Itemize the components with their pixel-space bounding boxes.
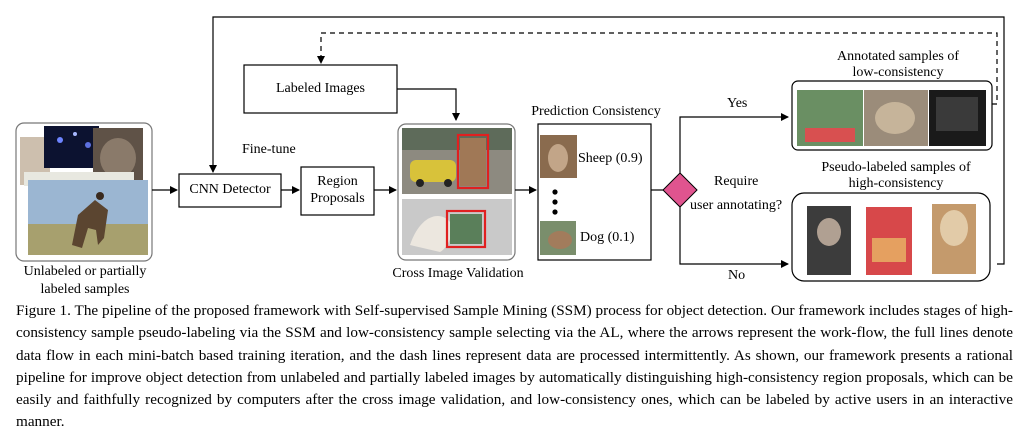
ellipsis-dot xyxy=(552,189,558,195)
unlabeled-samples-panel xyxy=(15,122,153,262)
require-label: Require xyxy=(714,174,759,189)
dashed-feedback-line xyxy=(317,32,998,105)
pipeline-diagram xyxy=(15,16,1005,282)
no-label: No xyxy=(728,268,746,283)
pseudo-labeled-samples-panel xyxy=(791,192,991,282)
region-proposals-label-line2: Proposals xyxy=(310,191,365,206)
figure-caption-text: The pipeline of the proposed framework w… xyxy=(16,302,1013,431)
sheep-score-label: Sheep (0.9) xyxy=(578,151,643,166)
cross-image-validation-panel xyxy=(397,123,516,261)
figure-caption: Figure 1. The pipeline of the proposed f… xyxy=(16,300,1013,434)
prediction-consistency-label: Prediction Consistency xyxy=(531,104,661,119)
fine-tune-label: Fine-tune xyxy=(242,142,296,157)
user-annotating-label: user annotating? xyxy=(690,198,783,213)
pipeline-figure: Unlabeled or partially labeled samples C… xyxy=(15,16,1005,297)
unlabeled-samples-label-line1: Unlabeled or partially xyxy=(23,264,147,279)
pseudo-labeled-label-line1: Pseudo-labeled samples of xyxy=(821,160,971,175)
cnn-detector-label: CNN Detector xyxy=(189,182,271,197)
pseudo-labeled-label-line2: high-consistency xyxy=(848,176,944,191)
cross-image-validation-label: Cross Image Validation xyxy=(392,266,524,281)
prediction-consistency-box xyxy=(537,123,652,261)
photo-concert xyxy=(44,126,99,168)
annotated-samples-label-line2: low-consistency xyxy=(852,65,944,80)
ellipsis-dot xyxy=(552,199,558,205)
flow-lines xyxy=(152,16,1005,268)
annotated-samples-panel xyxy=(791,80,993,151)
region-proposals-label-line1: Region xyxy=(317,174,358,189)
unlabeled-samples-label-line2: labeled samples xyxy=(40,282,130,297)
ellipsis-dot xyxy=(552,209,558,215)
detection-box-bottom xyxy=(445,209,487,249)
region-proposals-box xyxy=(300,166,375,216)
labeled-images-label: Labeled Images xyxy=(275,81,365,96)
yes-label: Yes xyxy=(727,96,748,111)
cnn-detector-box xyxy=(178,173,282,208)
detection-box-top xyxy=(456,133,490,190)
figure-caption-label: Figure 1. xyxy=(16,302,71,319)
labeled-images-box xyxy=(243,64,398,114)
dog-score-label: Dog (0.1) xyxy=(580,230,635,245)
annotated-samples-label-line1: Annotated samples of xyxy=(836,49,960,64)
